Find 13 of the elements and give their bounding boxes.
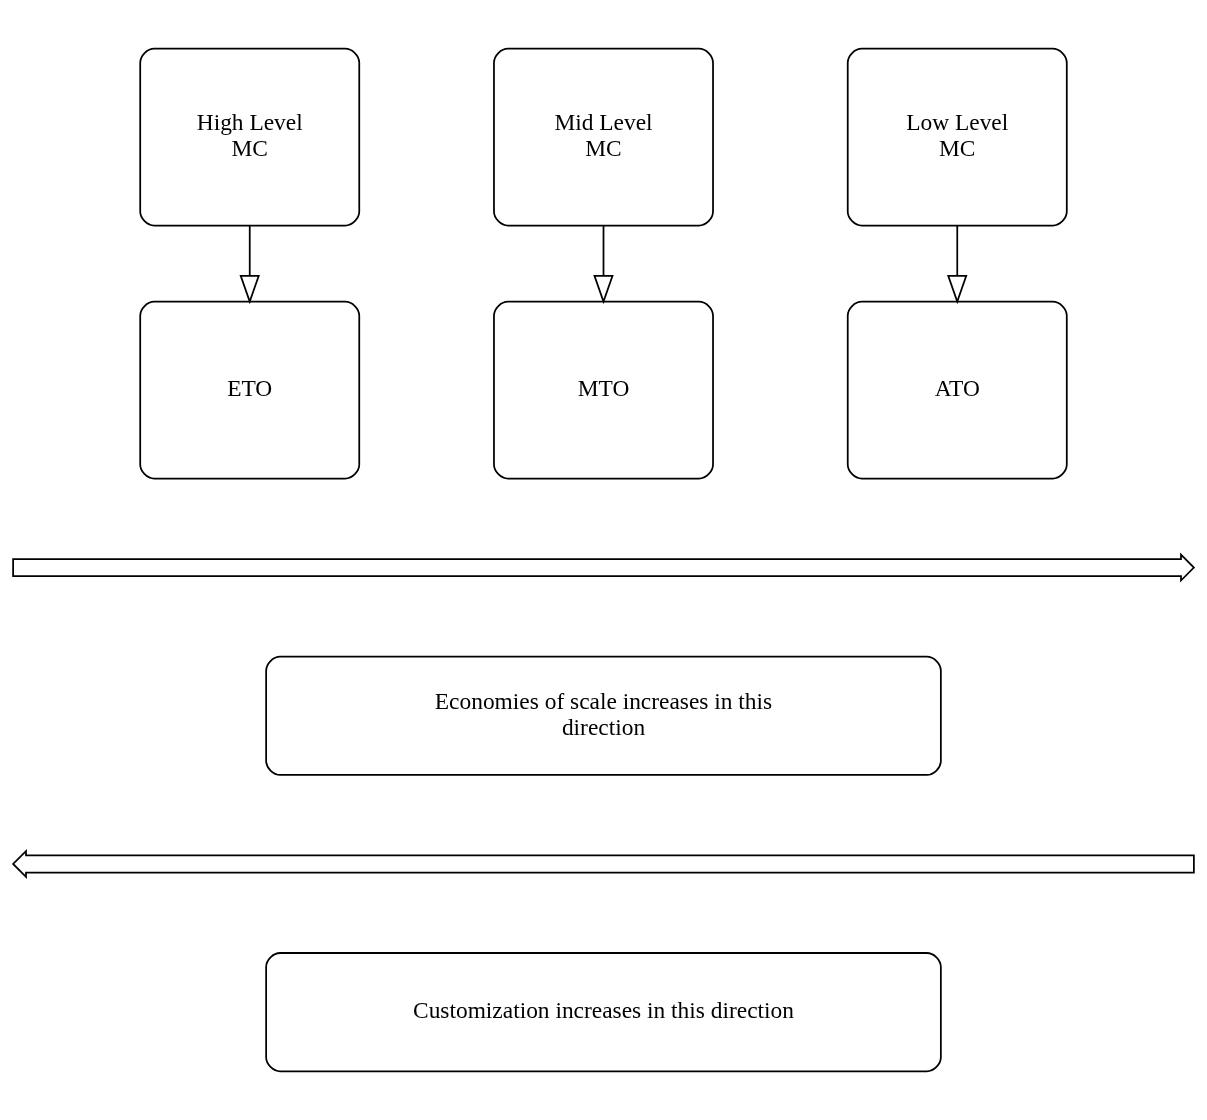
- node-box: High Level MC: [139, 47, 361, 227]
- arrow: [593, 224, 614, 305]
- node-box: Customization increases in this direction: [265, 952, 942, 1073]
- node-box: Low Level MC: [846, 47, 1068, 227]
- node-box: Economies of scale increases in this direction: [265, 655, 942, 776]
- node-box: Mid Level MC: [493, 47, 714, 227]
- node-arrow: [11, 848, 1195, 879]
- arrow: [239, 224, 260, 305]
- node-box: MTO: [493, 300, 714, 480]
- node-arrow: [12, 552, 1196, 583]
- node-box: ATO: [846, 300, 1068, 480]
- node-box: ETO: [139, 300, 361, 480]
- arrow: [947, 224, 968, 305]
